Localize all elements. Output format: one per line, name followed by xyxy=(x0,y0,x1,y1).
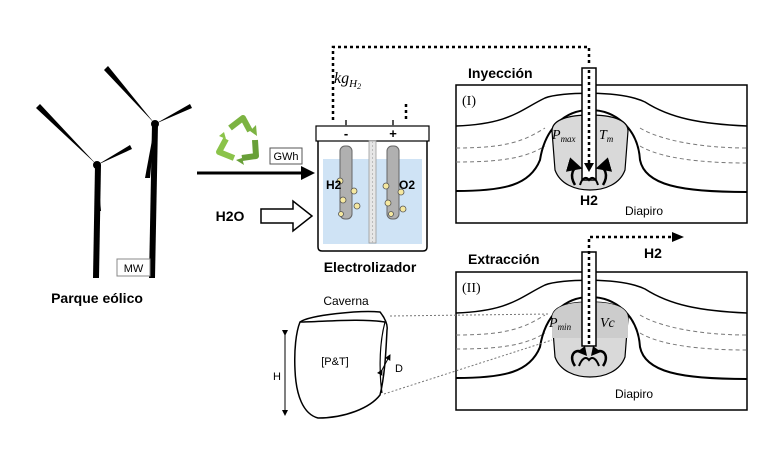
extraction-h2-label: H2 xyxy=(644,245,662,261)
cavern-title: Caverna xyxy=(323,294,369,308)
wind-turbine-right xyxy=(104,66,192,278)
minus-terminal-label: - xyxy=(344,126,348,141)
h2-electrode-label: H2 xyxy=(326,178,342,192)
cavern-shape xyxy=(282,310,553,419)
gwh-label: GWh xyxy=(273,151,298,163)
injection-title: Inyección xyxy=(468,65,533,81)
water-input-arrow xyxy=(260,199,314,233)
electrolyzer-tank xyxy=(315,120,430,252)
cavern-height-label: H xyxy=(273,371,281,383)
plus-terminal-label: + xyxy=(389,126,397,141)
extraction-roman-label: (II) xyxy=(462,281,481,296)
energy-arrow-head xyxy=(301,166,315,180)
electrolyzer-label: Electrolizador xyxy=(324,259,417,275)
recycle-icon xyxy=(216,115,259,165)
mw-box: MW xyxy=(116,258,151,277)
kg-h2-label: kgH2 xyxy=(334,70,361,91)
injection-h2-label: H2 xyxy=(580,192,598,208)
injection-roman-label: (I) xyxy=(462,94,476,109)
extraction-title: Extracción xyxy=(468,251,540,267)
cavern-diameter-label: D xyxy=(395,363,403,375)
extraction-volume-label: Vc xyxy=(600,316,616,331)
o2-electrode-label: O2 xyxy=(399,178,415,192)
mw-label: MW xyxy=(124,263,144,275)
wind-turbine-left xyxy=(36,104,132,278)
extraction-diapir-label: Diapiro xyxy=(615,387,653,401)
injection-pressure-label: Pmax xyxy=(551,128,576,144)
extraction-pressure-label: Pmin xyxy=(548,316,572,332)
gwh-box: GWh xyxy=(269,147,303,165)
injection-temperature-label: Tm xyxy=(599,128,614,144)
cavern-pt-label: [P&T] xyxy=(321,356,349,368)
injection-diapir-label: Diapiro xyxy=(625,204,663,218)
hydrogen-pipeline xyxy=(331,45,591,120)
h2o-label: H2O xyxy=(216,208,245,224)
wind-farm-label: Parque eólico xyxy=(51,290,143,306)
extraction-panel xyxy=(455,232,748,411)
injection-panel xyxy=(455,67,748,224)
